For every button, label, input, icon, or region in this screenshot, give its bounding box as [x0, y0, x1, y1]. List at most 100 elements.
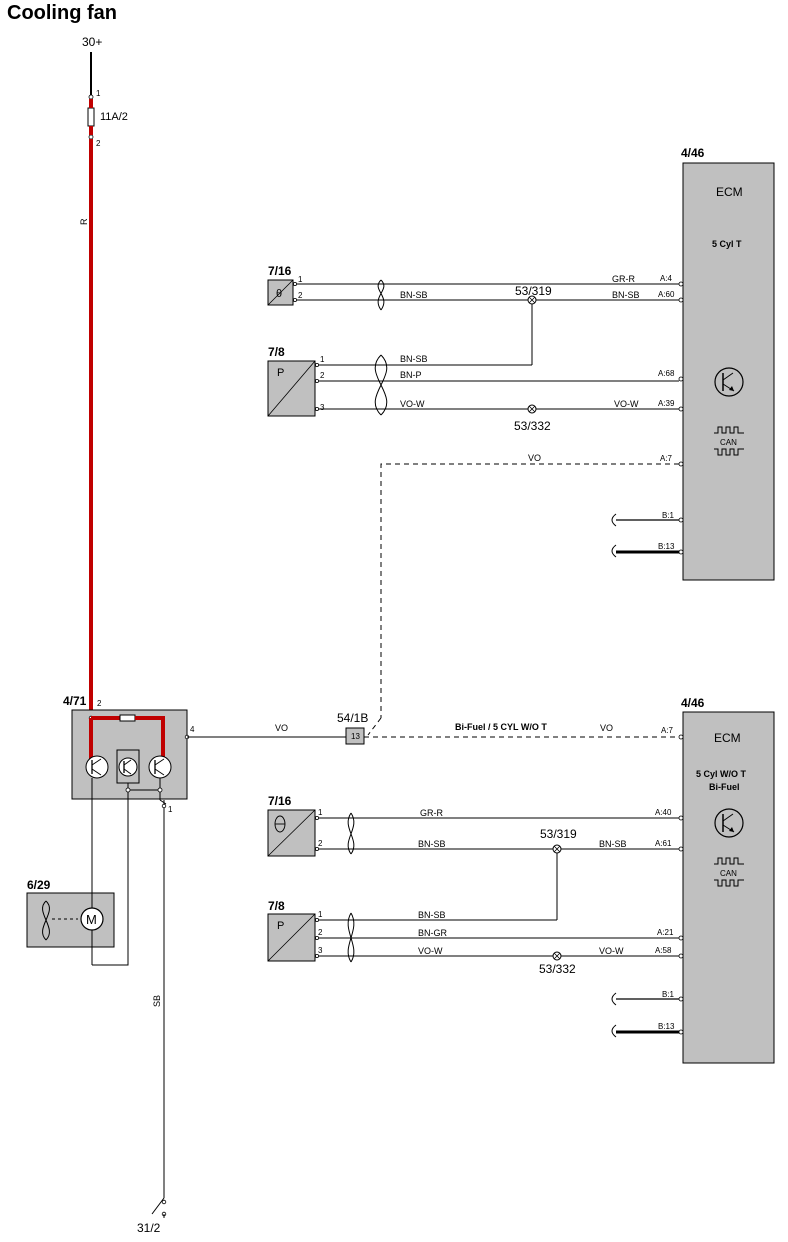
bottom-press-pin2: 2: [318, 928, 323, 937]
ecm-bottom-terminals: [678, 734, 684, 959]
ecm-bottom-ref: 4/46: [681, 696, 705, 710]
bottom-vo-w-ecm: VO-W: [599, 946, 624, 956]
pressure-sensor-icon: [267, 913, 316, 962]
top-temp-wire2: BN-SB: [400, 290, 428, 300]
ecm-bottom-pin-a21: A:21: [657, 928, 674, 937]
top-splice-1-label: 53/319: [515, 284, 552, 298]
ecm-top: 4/46 ECM 5 Cyl T CAN A:4 A:60 A:68 A:39 …: [267, 146, 775, 736]
temperature-sensor-icon: [267, 809, 316, 857]
splice-icon: [527, 295, 537, 305]
splice-icon: [527, 404, 537, 414]
ecm-bottom-pin-a61: A:61: [655, 839, 672, 848]
twisted-pair-icon: [347, 812, 355, 855]
bottom-press-symbol: P: [277, 920, 284, 932]
ecm-bottom-pin-a40: A:40: [655, 808, 672, 817]
supply-label: 30+: [82, 35, 102, 49]
power-supply: 30+ 1 2 11A/2 R: [79, 35, 128, 718]
ground-wire-color: SB: [152, 995, 162, 1007]
ecm-top-name: ECM: [716, 185, 743, 199]
ecm-bottom-name: ECM: [714, 731, 741, 745]
bottom-temp-pin2: 2: [318, 839, 323, 848]
fan-module-ref: 4/71: [63, 694, 87, 708]
ecm-bottom-pin-a58: A:58: [655, 946, 672, 955]
twisted-pair-icon: [374, 354, 388, 416]
ground-label: 31/2: [137, 1221, 161, 1235]
top-temp-pin1: 1: [298, 275, 303, 284]
bottom-temp-pin1: 1: [318, 808, 323, 817]
power-wire-color: R: [79, 218, 89, 225]
transistor-icon: [148, 755, 172, 779]
transistor-icon: [85, 755, 109, 779]
transistor-icon: [714, 808, 744, 838]
twisted-pair-icon: [347, 912, 355, 963]
bottom-splice-1-label: 53/319: [540, 827, 577, 841]
bottom-press-wire2: BN-GR: [418, 928, 448, 938]
bottom-splice-2-label: 53/332: [539, 962, 576, 976]
bottom-press-pin3: 3: [318, 946, 323, 955]
connector-ref: 54/1B: [337, 711, 368, 725]
can-bus-top: [611, 513, 684, 558]
connector: 54/1B 13 Bi-Fuel / 5 CYL W/O T VO: [337, 711, 679, 745]
top-press-wire3: VO-W: [400, 399, 425, 409]
ecm-top-pin-a60: A:60: [658, 290, 675, 299]
bifuel-label: Bi-Fuel / 5 CYL W/O T: [455, 722, 547, 732]
top-splice-2-label: 53/332: [514, 419, 551, 433]
ground-icon: [151, 1197, 167, 1218]
bottom-temp-sensor-ref: 7/16: [268, 794, 292, 808]
ecm-bottom-can-label: CAN: [720, 869, 737, 878]
bottom-bn-sb-ecm: BN-SB: [599, 839, 627, 849]
ecm-top-pin-b13: B:13: [658, 542, 675, 551]
ecm-top-can-label: CAN: [720, 438, 737, 447]
bottom-press-wire1: BN-SB: [418, 910, 446, 920]
top-temp-wire2-ecm: BN-SB: [612, 290, 640, 300]
fan-motor-ref: 6/29: [27, 878, 51, 892]
fan-module-pin2: 2: [97, 699, 102, 708]
fan-module: 4/71 2 4 1: [63, 694, 346, 1198]
transistor-icon: [118, 757, 138, 777]
ecm-top-terminals: [678, 281, 684, 467]
top-press-pin2: 2: [320, 371, 325, 380]
ecm-bottom-variant-1: 5 Cyl W/O T: [696, 769, 747, 779]
ecm-bottom-pin-b13: B:13: [658, 1022, 675, 1031]
top-press-wire1: BN-SB: [400, 354, 428, 364]
ecm-top-pin-a68: A:68: [658, 369, 675, 378]
fuse-pin-in: 1: [96, 89, 101, 98]
bottom-temp-wire2: BN-SB: [418, 839, 446, 849]
bottom-press-sensor-ref: 7/8: [268, 899, 285, 913]
bifuel-vo-wire-label: VO: [600, 723, 613, 733]
ecm-bottom-pin-a7: A:7: [661, 726, 674, 735]
bottom-press-pin1: 1: [318, 910, 323, 919]
fuse-pin-out: 2: [96, 139, 101, 148]
ecm-bottom: 4/46 ECM 5 Cyl W/O T Bi-Fuel CAN A:7 A:4…: [267, 696, 775, 1064]
splice-icon: [552, 844, 562, 854]
pressure-sensor-icon: [267, 360, 316, 417]
transistor-icon: [714, 367, 744, 397]
twisted-pair-icon: [377, 279, 385, 311]
top-vo-w-ecm: VO-W: [614, 399, 639, 409]
fan-vo-wire-label: VO: [275, 723, 288, 733]
top-press-symbol: P: [277, 367, 284, 379]
top-temp-wire1: GR-R: [612, 274, 635, 284]
ecm-bottom-pin-b1: B:1: [662, 990, 675, 999]
can-bus-bottom: [611, 992, 684, 1038]
bottom-press-wire3: VO-W: [418, 946, 443, 956]
can-waveform-icon: [714, 426, 744, 456]
can-waveform-icon: [714, 857, 744, 887]
ecm-top-pin-a4: A:4: [660, 274, 673, 283]
top-temp-sensor-ref: 7/16: [268, 264, 292, 278]
top-press-pin1: 1: [320, 355, 325, 364]
top-vo-wire-label: VO: [528, 453, 541, 463]
ecm-top-pin-a7: A:7: [660, 454, 673, 463]
top-press-pin3: 3: [320, 403, 325, 412]
fan-module-resistor: [119, 714, 136, 722]
ecm-bottom-variant-2: Bi-Fuel: [709, 782, 740, 792]
fan-icon: [42, 900, 50, 941]
connector-pin: 13: [351, 732, 360, 741]
top-press-wire2: BN-P: [400, 370, 422, 380]
temperature-sensor-icon: [267, 279, 294, 306]
ecm-top-variant: 5 Cyl T: [712, 239, 742, 249]
top-temp-symbol: θ: [276, 288, 282, 300]
top-temp-pin2: 2: [298, 291, 303, 300]
top-vo-dashed-wire: [380, 463, 679, 718]
